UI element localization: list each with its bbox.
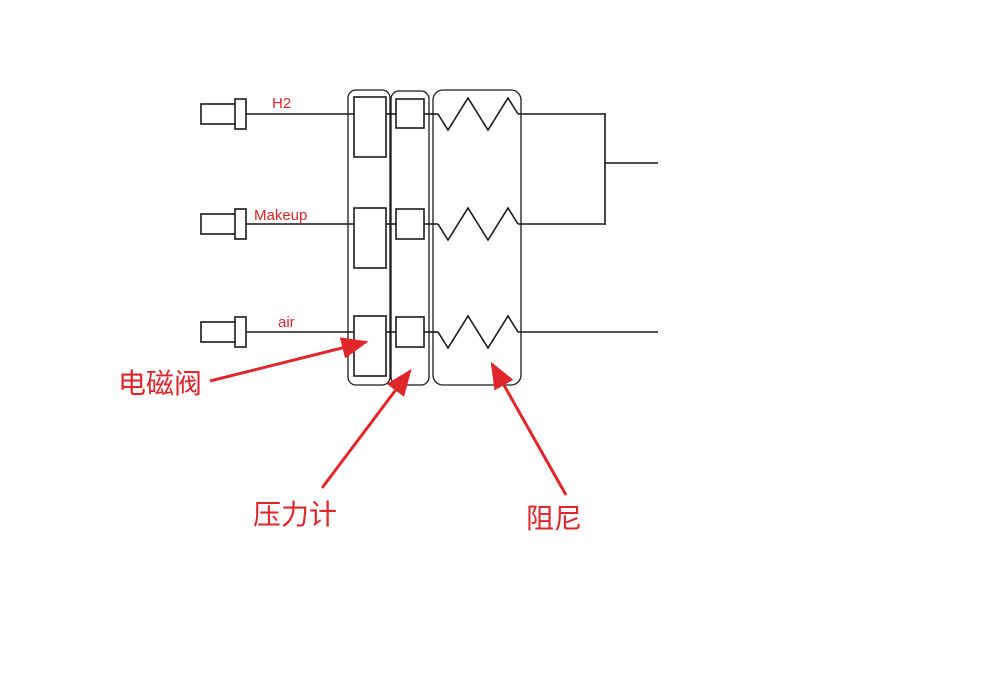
annotation-damper: 阻尼 (526, 502, 582, 535)
annotation-pressure-gauge: 压力计 (253, 498, 337, 531)
gas-inlet-connector-icon (200, 208, 247, 240)
gas-line-h2: H2 (200, 95, 605, 158)
gas-label-air: air (278, 314, 295, 331)
damping-resistor-icon (437, 206, 519, 242)
pointer-arrow-icon (209, 337, 369, 383)
annotation-solenoid-valve: 电磁阀 (118, 367, 202, 400)
gas-inlet-connector-icon (200, 98, 247, 130)
pressure-gauge (395, 98, 425, 129)
gas-inlet-connector-icon (200, 316, 247, 348)
merge-junction (604, 113, 658, 225)
solenoid-valve (353, 315, 387, 377)
damping-resistor-icon (437, 314, 519, 350)
pressure-gauge (395, 208, 425, 240)
solenoid-valve (353, 207, 387, 269)
solenoid-valve-group (347, 89, 391, 386)
gas-line-makeup: Makeup (200, 206, 605, 269)
gas-label-makeup: Makeup (254, 207, 307, 224)
solenoid-valve (353, 96, 387, 158)
damping-resistor-icon (437, 96, 519, 132)
pointer-arrow-icon (490, 361, 568, 496)
pressure-gauge (395, 316, 425, 348)
gas-line-air: air (200, 314, 658, 377)
damper-group (432, 89, 522, 386)
gas-label-h2: H2 (272, 95, 291, 112)
pointer-arrow-icon (320, 368, 412, 489)
